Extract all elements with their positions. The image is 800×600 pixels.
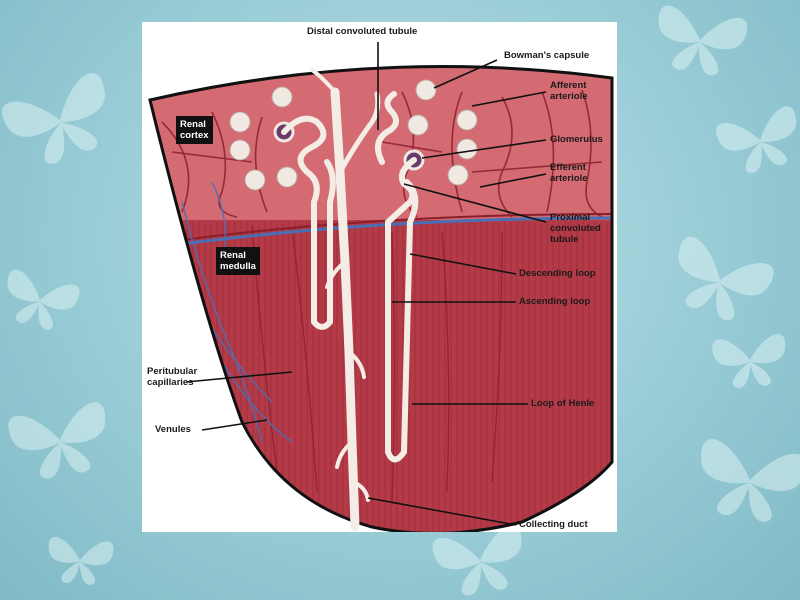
label-afferent-arteriole: Afferent arteriole (550, 80, 588, 102)
capsule (457, 139, 477, 159)
renal-cortex-tag: Renal cortex (176, 116, 213, 144)
label-distal-convoluted-tubule: Distal convoluted tubule (307, 26, 417, 37)
label-afferent-line2: arteriole (550, 91, 588, 102)
butterfly-icon (0, 268, 81, 336)
renal-cortex-tag-line1: Renal (180, 119, 209, 130)
label-efferent-line1: Efferent (550, 162, 588, 173)
capsule (408, 115, 428, 135)
capsule (448, 165, 468, 185)
label-bowmans-capsule: Bowman's capsule (504, 50, 589, 61)
butterfly-icon (714, 104, 800, 179)
label-loop-of-henle: Loop of Henle (531, 398, 594, 409)
label-collecting-duct: Collecting duct (519, 519, 588, 530)
label-peritubular-line2: capillaries (147, 377, 197, 388)
diagram-panel: Renal cortex Renal medulla Distal convol… (142, 22, 617, 532)
label-proximal-line1: Proximal (550, 212, 601, 223)
label-proximal-line2: convoluted (550, 223, 601, 234)
butterfly-icon (46, 536, 115, 586)
capsule (457, 110, 477, 130)
label-peritubular-capillaries: Peritubular capillaries (147, 366, 197, 388)
label-afferent-line1: Afferent (550, 80, 588, 91)
label-efferent-line2: arteriole (550, 173, 588, 184)
butterfly-icon (650, 4, 749, 80)
label-proximal-convoluted-tubule: Proximal convoluted tubule (550, 212, 601, 245)
renal-medulla-tag-line1: Renal (220, 250, 256, 261)
label-glomerulus: Glomerulus (550, 134, 603, 145)
renal-medulla-tag-line2: medulla (220, 261, 256, 272)
butterfly-icon (0, 70, 123, 175)
label-ascending-loop: Ascending loop (519, 296, 590, 307)
capsule (230, 140, 250, 160)
butterfly-icon (662, 234, 777, 331)
butterfly-icon (431, 524, 530, 600)
butterfly-icon (712, 333, 789, 390)
capsule (245, 170, 265, 190)
renal-medulla-tag: Renal medulla (216, 247, 260, 275)
capsule (416, 80, 436, 100)
label-proximal-line3: tubule (550, 234, 601, 245)
label-efferent-arteriole: Efferent arteriole (550, 162, 588, 184)
renal-cortex-tag-line2: cortex (180, 130, 209, 141)
capsule (230, 112, 250, 132)
label-descending-loop: Descending loop (519, 268, 596, 279)
capsule (272, 87, 292, 107)
label-venules: Venules (155, 424, 191, 435)
butterfly-icon (691, 438, 800, 528)
capsule (277, 167, 297, 187)
label-peritubular-line1: Peritubular (147, 366, 197, 377)
butterfly-icon (7, 401, 115, 484)
